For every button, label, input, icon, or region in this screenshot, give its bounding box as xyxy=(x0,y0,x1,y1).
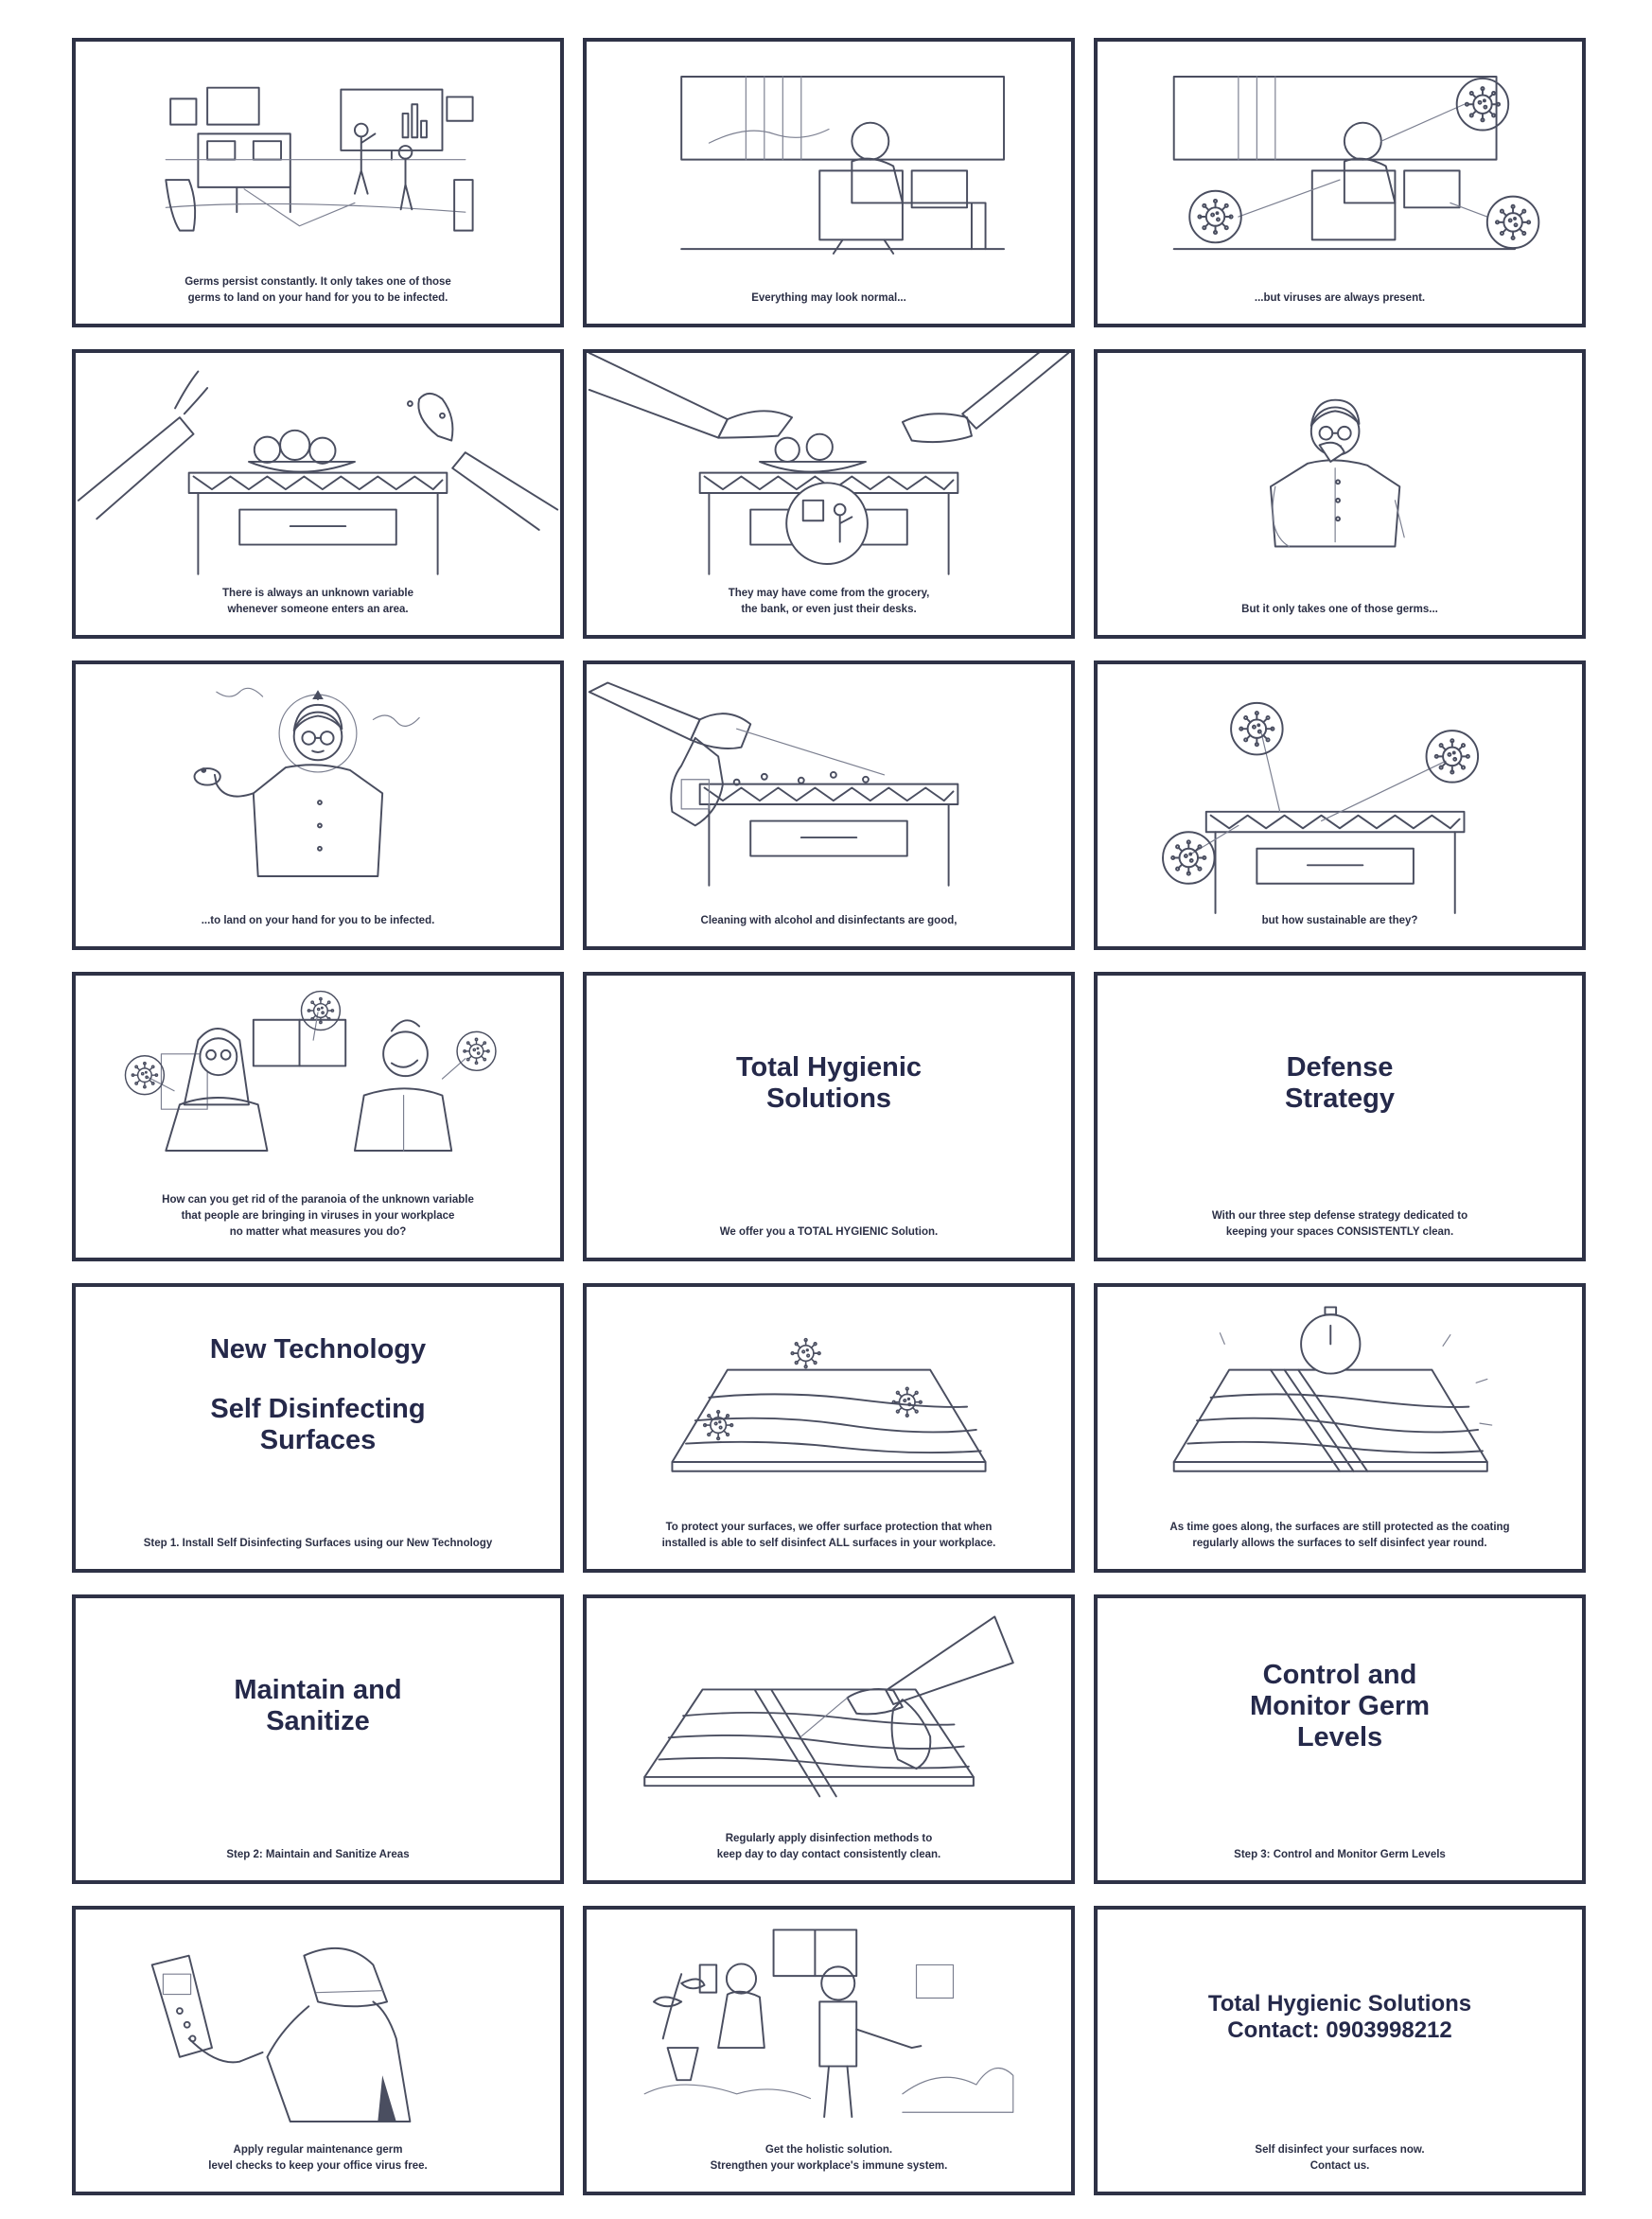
title-block: Total Hygienic Solutions Contact: 090399… xyxy=(1107,1910,1573,2125)
contact-title: Total Hygienic Solutions Contact: 090399… xyxy=(1207,1991,1472,2043)
storyboard-panel-6: But it only takes one of those germs... xyxy=(1094,349,1586,639)
storyboard-panel-4: There is always an unknown variable when… xyxy=(72,349,564,639)
storyboard-panel-19: Apply regular maintenance germ level che… xyxy=(72,1906,564,2195)
storyboard-panel-2: Everything may look normal... xyxy=(583,38,1075,327)
panel-caption: Step 1. Install Self Disinfecting Surfac… xyxy=(143,1538,493,1549)
storyboard-panel-20: Get the holistic solution. Strengthen yo… xyxy=(583,1906,1075,2195)
desk-viruses-sketch xyxy=(1098,664,1582,914)
panel-caption: Germs persist constantly. It only takes … xyxy=(185,276,451,304)
panel-caption: ...to land on your hand for you to be in… xyxy=(201,915,435,926)
panel-caption: Cleaning with alcohol and disinfectants … xyxy=(700,915,958,926)
storyboard-panel-3: ...but viruses are always present. xyxy=(1094,38,1586,327)
office-scene-sketch xyxy=(165,86,474,232)
panel-title: Maintain and Sanitize xyxy=(234,1675,402,1736)
panel-caption: There is always an unknown variable when… xyxy=(222,588,413,615)
office-worker-viruses-sketch xyxy=(1172,76,1582,251)
panel-caption: Step 2: Maintain and Sanitize Areas xyxy=(226,1849,410,1860)
panel-caption: but how sustainable are they? xyxy=(1261,915,1418,926)
panel-caption: Apply regular maintenance germ level che… xyxy=(208,2144,428,2172)
spray-cleaning-desk-sketch xyxy=(588,681,959,887)
panel-caption: How can you get rid of the paranoia of t… xyxy=(162,1194,474,1238)
man-infected-hand-sketch xyxy=(193,687,420,877)
panel-caption: They may have come from the grocery, the… xyxy=(728,588,930,615)
man-coughing-sketch xyxy=(1269,398,1405,548)
panel-caption: Self disinfect your surfaces now. Contac… xyxy=(1255,2144,1425,2172)
storyboard-panel-1: Germs persist constantly. It only takes … xyxy=(72,38,564,327)
panel-caption: ...but viruses are always present. xyxy=(1254,292,1426,304)
title-block: New Technology Self Disinfecting Surface… xyxy=(85,1287,551,1503)
storyboard-panel-21: Total Hygienic Solutions Contact: 090399… xyxy=(1094,1906,1586,2195)
hands-fruit-bowl-sketch xyxy=(77,370,559,575)
office-worker-sketch xyxy=(680,76,1006,255)
germ-meter-check-sketch xyxy=(150,1946,412,2122)
panel-caption: Regularly apply disinfection methods to … xyxy=(716,1833,941,1860)
table-stopwatch-sketch xyxy=(1172,1306,1493,1472)
panel-title: Total Hygienic Solutions xyxy=(735,1052,923,1114)
storyboard-panel-9: but how sustainable are they? xyxy=(1094,660,1586,950)
storyboard-panel-10: How can you get rid of the paranoia of t… xyxy=(72,972,564,1261)
coworkers-viruses-sketch xyxy=(76,976,560,1153)
panel-caption: We offer you a TOTAL HYGIENIC Solution. xyxy=(719,1226,939,1238)
storyboard-panel-7: ...to land on your hand for you to be in… xyxy=(72,660,564,950)
spraying-table-sketch xyxy=(643,1615,1014,1798)
title-block: Control and Monitor Germ Levels xyxy=(1107,1598,1573,1814)
panel-title: Defense Strategy xyxy=(1284,1052,1396,1114)
storyboard-panel-5: They may have come from the grocery, the… xyxy=(583,349,1075,639)
title-block: Maintain and Sanitize xyxy=(85,1598,551,1814)
title-block: Total Hygienic Solutions xyxy=(596,976,1062,1191)
panel-caption: Step 3: Control and Monitor Germ Levels xyxy=(1234,1849,1446,1860)
hands-reaching-fruit-sketch xyxy=(588,353,1070,575)
panel-title: New Technology xyxy=(209,1333,427,1365)
storyboard-panel-14: To protect your surfaces, we offer surfa… xyxy=(583,1283,1075,1573)
storyboard-panel-17: Regularly apply disinfection methods to … xyxy=(583,1594,1075,1884)
storyboard-grid: Germs persist constantly. It only takes … xyxy=(72,38,1586,2195)
panel-subtitle: Self Disinfecting Surfaces xyxy=(210,1393,426,1455)
holistic-sanitizing-team-sketch xyxy=(643,1928,1014,2119)
storyboard-panel-18: Control and Monitor Germ Levels Step 3: … xyxy=(1094,1594,1586,1884)
storyboard-panel-15: As time goes along, the surfaces are sti… xyxy=(1094,1283,1586,1573)
panel-caption: With our three step defense strategy ded… xyxy=(1211,1210,1468,1238)
panel-caption: Everything may look normal... xyxy=(751,292,906,304)
storyboard-panel-11: Total Hygienic Solutions We offer you a … xyxy=(583,972,1075,1261)
title-block: Defense Strategy xyxy=(1107,976,1573,1191)
panel-caption: But it only takes one of those germs... xyxy=(1241,604,1438,615)
storyboard-panel-12: Defense Strategy With our three step def… xyxy=(1094,972,1586,1261)
panel-title: Control and Monitor Germ Levels xyxy=(1249,1659,1431,1752)
panel-caption: To protect your surfaces, we offer surfa… xyxy=(661,1522,996,1549)
panel-caption: Get the holistic solution. Strengthen yo… xyxy=(710,2144,948,2172)
storyboard-panel-16: Maintain and Sanitize Step 2: Maintain a… xyxy=(72,1594,564,1884)
storyboard-panel-13: New Technology Self Disinfecting Surface… xyxy=(72,1283,564,1573)
storyboard-panel-8: Cleaning with alcohol and disinfectants … xyxy=(583,660,1075,950)
panel-caption: As time goes along, the surfaces are sti… xyxy=(1169,1522,1510,1549)
